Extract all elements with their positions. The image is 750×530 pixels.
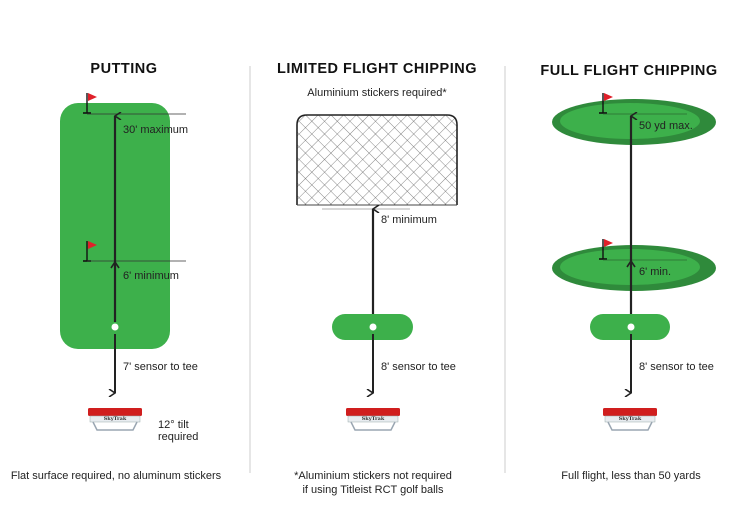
tilt-label-2: required: [158, 431, 198, 443]
device-brand-label: SkyTrak: [104, 416, 127, 422]
putting-caption: Flat surface required, no aluminum stick…: [11, 470, 222, 482]
putting-section: PUTTING 30' maximum 6' minimum 7' sensor…: [11, 61, 222, 482]
full-caption: Full flight, less than 50 yards: [561, 470, 701, 482]
ball-icon: [627, 323, 635, 331]
limited-sensor-label: 8' sensor to tee: [381, 361, 456, 373]
putting-min-label: 6' minimum: [123, 270, 179, 282]
net-icon: [296, 114, 458, 206]
tilt-label-1: 12° tilt: [158, 419, 189, 431]
putting-sensor-label: 7' sensor to tee: [123, 361, 198, 373]
ball-icon: [369, 323, 377, 331]
device-brand-label: SkyTrak: [362, 416, 385, 422]
limited-note: Aluminium stickers required*: [307, 87, 447, 99]
limited-min-label: 8' minimum: [381, 214, 437, 226]
full-min-label: 6' min.: [639, 266, 671, 278]
putting-max-label: 30' maximum: [123, 124, 188, 136]
full-sensor-label: 8' sensor to tee: [639, 361, 714, 373]
limited-title: LIMITED FLIGHT CHIPPING: [277, 61, 477, 77]
device-brand-label: SkyTrak: [619, 416, 642, 422]
putting-title: PUTTING: [90, 61, 157, 77]
limited-section: LIMITED FLIGHT CHIPPING Aluminium sticke…: [277, 61, 477, 496]
limited-caption-1: *Aluminium stickers not required: [294, 470, 452, 482]
full-max-label: 50 yd max.: [639, 120, 693, 132]
full-title: FULL FLIGHT CHIPPING: [540, 63, 717, 79]
limited-caption-2: if using Titleist RCT golf balls: [302, 484, 444, 496]
full-section: FULL FLIGHT CHIPPING 50 yd max. 6' min. …: [540, 63, 717, 482]
ball-icon: [111, 323, 119, 331]
